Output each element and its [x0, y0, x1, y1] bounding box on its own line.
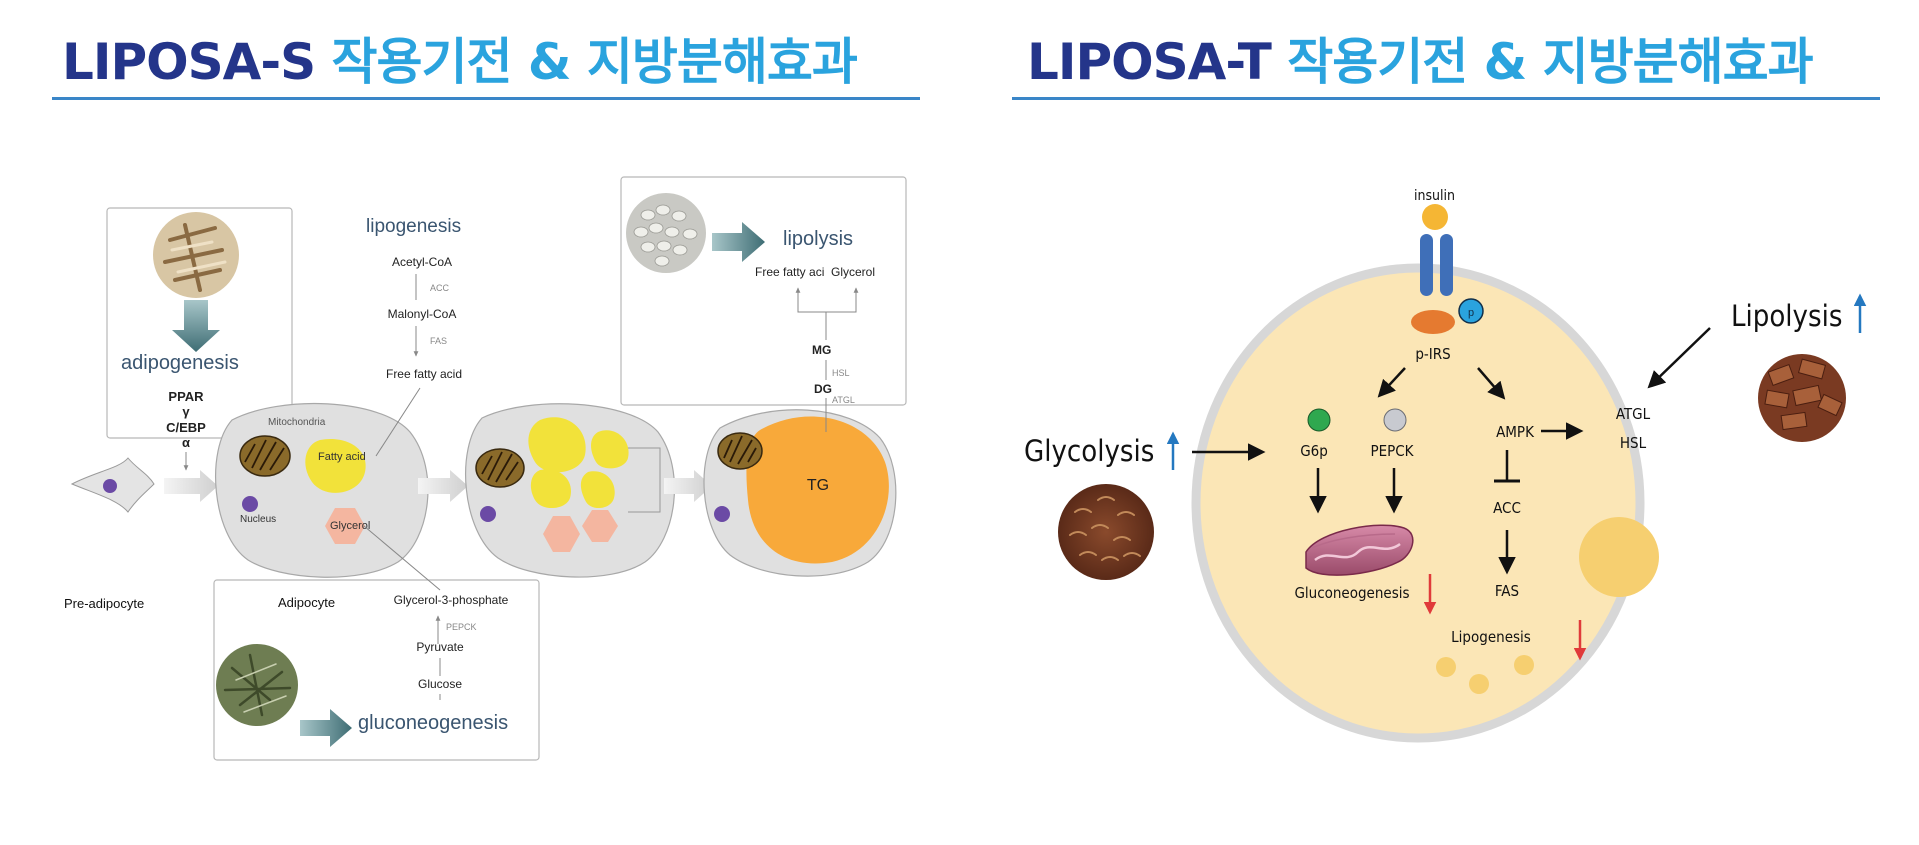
lipolysis-ffa-label: Free fatty aci: [755, 265, 824, 279]
ppar-gamma-label: γ: [182, 404, 190, 419]
hsl-label: HSL: [1620, 434, 1647, 452]
fat-droplets: [528, 417, 629, 509]
gluconeogenesis-arrow: [300, 709, 352, 747]
seed-pile-icon: [626, 193, 706, 273]
glycerol-hexagon: [325, 508, 365, 544]
g6p-label: G6p: [1300, 442, 1328, 460]
lipogenesis-label: lipogenesis: [366, 216, 461, 237]
fas-label: FAS: [1495, 582, 1519, 600]
right-panel-title: LIPOSA-T 작용기전 & 지방분해효과: [1027, 22, 1814, 94]
pirs-to-g6p-arrow: [1377, 367, 1406, 398]
malonyl-coa-label: Malonyl-CoA: [388, 307, 457, 321]
right-title-rule: [1012, 97, 1880, 100]
cebp-alpha-label: α: [182, 435, 190, 450]
mitochondria-icon: [239, 435, 291, 477]
nucleus-dot-2: [480, 506, 496, 522]
adipogenesis-box: [106, 207, 293, 439]
cell-body: [1191, 263, 1645, 743]
glycerol-3-phosphate-label: Glycerol-3-phosphate: [394, 593, 509, 607]
adipocyte-cell-1: [215, 402, 429, 578]
mg-label: MG: [812, 343, 831, 357]
left-panel-title: LIPOSA-S 작용기전 & 지방분해효과: [62, 22, 858, 94]
lipolysis-fork: [797, 290, 857, 313]
g6p-circle: [1307, 408, 1331, 432]
ampk-label: AMPK: [1496, 423, 1535, 441]
phosphate-label: p: [1468, 307, 1474, 319]
gluconeogenesis-box: [213, 579, 540, 761]
left-title-subtitle: 작용기전 & 지방분해효과: [331, 33, 858, 91]
lipolysis-box: [620, 176, 907, 406]
mitochondria-icon: [1305, 524, 1414, 576]
receptor-left: [1420, 234, 1433, 296]
fatty-acid-droplet: [305, 438, 366, 493]
receptor-right: [1440, 234, 1453, 296]
hsl-enzyme-label: HSL: [832, 368, 850, 378]
development-arrow-1: [164, 470, 218, 502]
development-arrow-2: [418, 470, 468, 502]
development-arrow-3: [664, 470, 712, 502]
irs-protein: [1411, 310, 1455, 334]
herb-leaf-icon: [216, 644, 298, 726]
right-title-subtitle: 작용기전 & 지방분해효과: [1287, 33, 1813, 91]
bark-chips-icon: [1758, 354, 1846, 442]
gluconeogenesis-label: Gluconeogenesis: [1294, 584, 1409, 602]
pirs-to-ampk-arrow: [1477, 367, 1506, 400]
ffa-to-droplet-line: [375, 387, 421, 457]
lipogenesis-label: Lipogenesis: [1451, 628, 1531, 646]
lipolysis-arrow: [712, 222, 765, 262]
right-title-product: LIPOSA-T: [1027, 33, 1272, 91]
preadipocyte-nucleus: [103, 479, 117, 493]
glycolysis-label: Glycolysis: [1024, 434, 1154, 468]
lipolysis-into-cell-arrow: [1647, 327, 1711, 389]
lipid-droplet-large: [1579, 517, 1659, 597]
atgl-label: ATGL: [1616, 405, 1651, 423]
insulin-label: insulin: [1414, 188, 1455, 204]
acetyl-coa-label: Acetyl-CoA: [392, 255, 452, 269]
adipocyte-label: Adipocyte: [278, 595, 335, 610]
adipogenesis-label: adipogenesis: [121, 352, 239, 374]
gluconeogenesis-label: gluconeogenesis: [358, 712, 508, 734]
nucleus-dot: [242, 496, 258, 512]
cebp-label: C/EBP: [166, 420, 206, 435]
pepck-label: PEPCK: [1370, 442, 1414, 460]
glycerol-hexagon-2a: [543, 516, 580, 552]
insulin-molecule: [1422, 204, 1448, 230]
lipolysis-label: lipolysis: [783, 228, 853, 250]
glycerol-label: Glycerol: [330, 520, 370, 532]
mitochondria-label: Mitochondria: [268, 417, 326, 428]
free-fatty-acid-label: Free fatty acid: [386, 367, 462, 381]
lipolysis-glycerol-label: Glycerol: [831, 265, 875, 279]
nucleus-label: Nucleus: [240, 514, 276, 525]
left-title-rule: [52, 97, 920, 100]
shredded-bark-icon: [1058, 484, 1154, 580]
mitochondria-icon: [475, 448, 525, 488]
preadipocyte-label: Pre-adipocyte: [64, 596, 144, 611]
lipid-droplets-small: [1436, 655, 1534, 694]
pyruvate-label: Pyruvate: [416, 640, 464, 654]
g3p-to-glycerol-line: [363, 525, 441, 591]
herb-bark-icon: [153, 212, 239, 298]
fatty-acid-label: Fatty acid: [318, 451, 366, 463]
tg-droplet: [746, 416, 889, 564]
glycerol-hexagon-2b: [582, 510, 618, 542]
ppar-label: PPAR: [168, 389, 204, 404]
fas-enzyme-label: FAS: [430, 336, 447, 346]
pirs-label: p-IRS: [1415, 345, 1450, 363]
atgl-enzyme-label: ATGL: [832, 395, 855, 405]
phosphate-circle: [1458, 298, 1484, 324]
nucleus-dot-3: [714, 506, 730, 522]
tg-label: TG: [807, 477, 829, 494]
pepck-circle: [1383, 408, 1407, 432]
acc-enzyme-label: ACC: [430, 283, 450, 293]
dg-label: DG: [814, 382, 832, 396]
glucose-label: Glucose: [418, 677, 462, 691]
lipolysis-label: Lipolysis: [1731, 299, 1842, 333]
bracket-connector: [628, 447, 661, 513]
mitochondria-icon: [717, 432, 763, 470]
pepck-enzyme-label: PEPCK: [446, 622, 477, 632]
left-title-product: LIPOSA-S: [62, 33, 316, 91]
adipogenesis-arrow: [172, 300, 220, 352]
acc-label: ACC: [1493, 499, 1521, 517]
